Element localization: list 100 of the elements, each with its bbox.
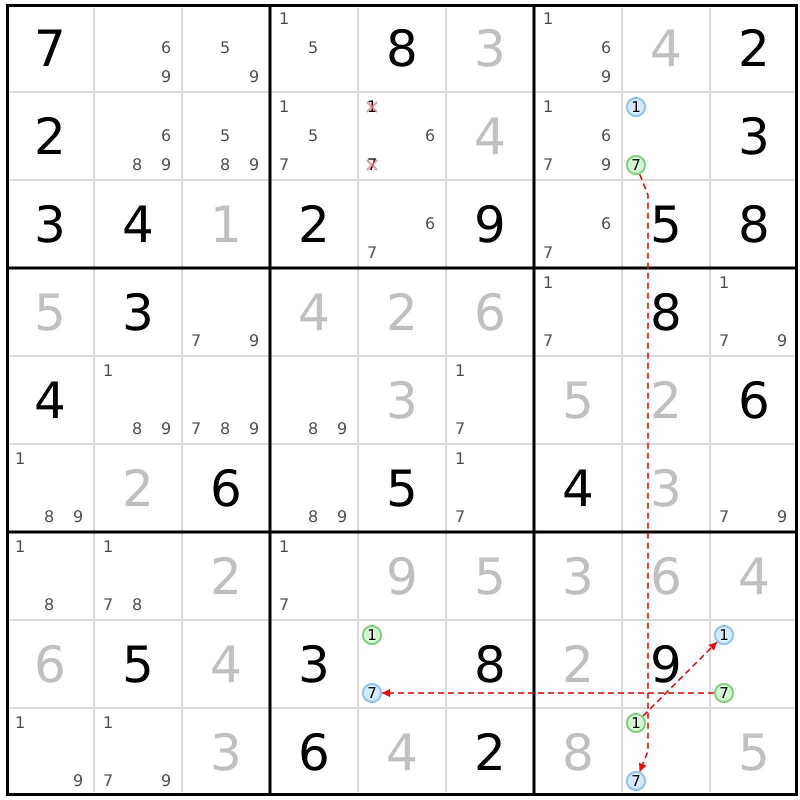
candidate-digit: 5 xyxy=(220,40,230,56)
candidate-digit: 7 xyxy=(719,509,730,525)
highlighted-candidate: 1 xyxy=(714,625,734,645)
given-digit: 2 xyxy=(474,728,506,778)
solved-digit: 2 xyxy=(386,288,418,338)
solved-digit: 5 xyxy=(562,376,594,426)
candidate-digit: 8 xyxy=(308,509,318,525)
given-digit: 9 xyxy=(650,640,682,690)
candidate-digit: 7 xyxy=(719,333,730,349)
candidate-digit: 6 xyxy=(161,128,172,144)
solved-digit: 9 xyxy=(386,552,418,602)
arrow xyxy=(382,689,714,697)
given-digit: 5 xyxy=(650,200,682,250)
candidate-digit: 1 xyxy=(15,539,26,555)
given-digit: 5 xyxy=(122,640,154,690)
solved-digit: 4 xyxy=(474,112,506,162)
solved-digit: 6 xyxy=(474,288,506,338)
candidate-digit: 9 xyxy=(777,509,788,525)
candidate-digit: 9 xyxy=(249,157,260,173)
candidate-digit: 7 xyxy=(279,157,290,173)
solved-digit: 2 xyxy=(122,464,154,514)
given-digit: 3 xyxy=(34,200,66,250)
given-digit: 2 xyxy=(298,200,330,250)
highlighted-candidate: 1 xyxy=(626,97,646,117)
candidate-digit: 6 xyxy=(425,128,436,144)
candidate-digit: 8 xyxy=(132,597,142,613)
candidate-digit: 1 xyxy=(15,451,26,467)
candidate-digit: 1 xyxy=(543,99,554,115)
candidate-digit: 7 xyxy=(103,773,114,789)
candidate-digit: 1 xyxy=(103,715,114,731)
candidate-digit: 6 xyxy=(601,128,612,144)
solved-digit: 4 xyxy=(386,728,418,778)
given-digit: 4 xyxy=(122,200,154,250)
given-digit: 2 xyxy=(34,112,66,162)
candidate-digit: 1 xyxy=(15,715,26,731)
candidate-digit: 6 xyxy=(425,216,436,232)
candidate-digit: 8 xyxy=(132,157,142,173)
candidate-digit: 9 xyxy=(249,333,260,349)
candidate-digit: 9 xyxy=(249,421,260,437)
candidate-digit: 1 xyxy=(543,275,554,291)
candidate-digit: 5 xyxy=(308,40,318,56)
given-digit: 8 xyxy=(386,24,418,74)
candidate-digit: 9 xyxy=(161,157,172,173)
given-digit: 2 xyxy=(738,24,770,74)
candidate-digit: 7 xyxy=(367,245,378,261)
given-digit: 7 xyxy=(34,24,66,74)
candidate-digit: 8 xyxy=(44,509,54,525)
highlighted-candidate: 7 xyxy=(626,771,646,791)
highlighted-candidate: 7 xyxy=(362,683,382,703)
candidate-digit: 1 xyxy=(455,363,466,379)
given-digit: 5 xyxy=(386,464,418,514)
candidate-digit: 7 xyxy=(543,245,554,261)
candidate-digit: 8 xyxy=(132,421,142,437)
candidate-digit: 1 xyxy=(543,11,554,27)
candidate-digit: 7 xyxy=(543,157,554,173)
solved-digit: 3 xyxy=(562,552,594,602)
given-digit: 6 xyxy=(210,464,242,514)
solved-digit: 4 xyxy=(650,24,682,74)
candidate-digit: 9 xyxy=(601,69,612,85)
highlighted-candidate: 7 xyxy=(626,155,646,175)
candidate-digit: 5 xyxy=(308,128,318,144)
given-digit: 6 xyxy=(298,728,330,778)
candidate-digit: 6 xyxy=(601,216,612,232)
solved-digit: 1 xyxy=(210,200,242,250)
candidate-digit: 1 xyxy=(279,99,290,115)
candidate-digit: 8 xyxy=(308,421,318,437)
given-digit: 4 xyxy=(34,376,66,426)
candidate-digit: 7 xyxy=(103,597,114,613)
candidate-digit: 9 xyxy=(601,157,612,173)
solved-digit: 4 xyxy=(298,288,330,338)
arrow xyxy=(638,174,649,772)
eliminated-candidate: 1 xyxy=(367,99,378,115)
solved-digit: 5 xyxy=(474,552,506,602)
candidate-digit: 5 xyxy=(220,128,230,144)
arrow xyxy=(642,642,718,716)
solved-digit: 3 xyxy=(386,376,418,426)
solved-digit: 4 xyxy=(210,640,242,690)
solved-digit: 6 xyxy=(650,552,682,602)
candidate-digit: 6 xyxy=(161,40,172,56)
candidate-digit: 7 xyxy=(455,421,466,437)
candidate-digit: 9 xyxy=(161,69,172,85)
solved-digit: 2 xyxy=(650,376,682,426)
candidate-digit: 7 xyxy=(191,421,202,437)
candidate-digit: 8 xyxy=(220,157,230,173)
given-digit: 8 xyxy=(474,640,506,690)
solved-digit: 5 xyxy=(738,728,770,778)
given-digit: 8 xyxy=(738,200,770,250)
given-digit: 3 xyxy=(738,112,770,162)
highlighted-candidate: 1 xyxy=(626,713,646,733)
candidate-digit: 7 xyxy=(455,509,466,525)
solved-digit: 3 xyxy=(474,24,506,74)
solved-digit: 3 xyxy=(210,728,242,778)
solved-digit: 2 xyxy=(562,640,594,690)
candidate-digit: 7 xyxy=(191,333,202,349)
solved-digit: 5 xyxy=(34,288,66,338)
candidate-digit: 9 xyxy=(337,509,348,525)
candidate-digit: 1 xyxy=(279,11,290,27)
candidate-digit: 6 xyxy=(601,40,612,56)
given-digit: 4 xyxy=(562,464,594,514)
given-digit: 9 xyxy=(474,200,506,250)
